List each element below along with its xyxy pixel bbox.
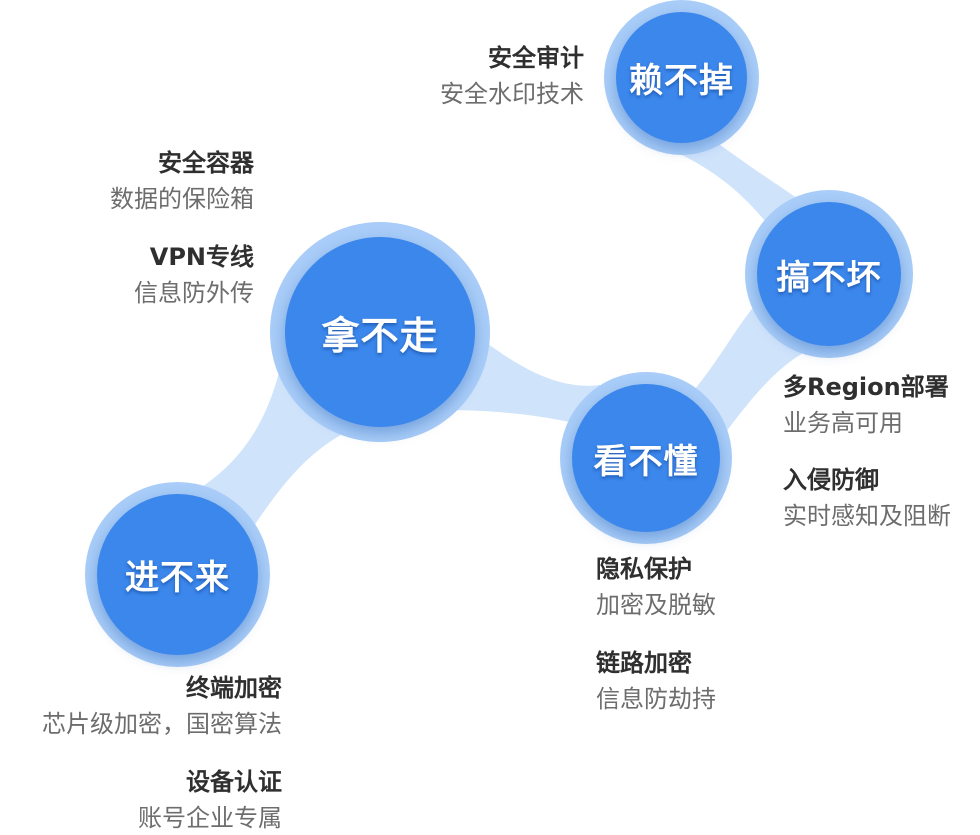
node-gao-bu-huai-core: 搞不坏 [757,202,901,346]
feature-terminal-encryption: 终端加密 芯片级加密，国密算法 [42,676,282,736]
feature-title: 终端加密 [186,674,282,702]
node-gao-bu-huai: 搞不坏 [745,190,913,358]
node-label: 拿不走 [321,313,439,358]
feature-title: 入侵防御 [783,466,879,494]
feature-title: VPN专线 [149,243,254,271]
node-label: 赖不掉 [629,61,734,101]
node-jin-bu-lai-core: 进不来 [97,494,258,655]
node-label: 搞不坏 [776,257,882,298]
feature-title: 多Region部署 [783,373,949,401]
feature-desc: 信息防外传 [134,279,254,307]
node-label: 看不懂 [593,441,699,482]
feature-title: 链路加密 [596,649,692,677]
feature-title: 隐私保护 [596,555,692,583]
node-na-bu-zou: 拿不走 [270,222,490,442]
node-label: 进不来 [125,558,230,598]
feature-desc: 业务高可用 [783,409,903,437]
connector-gao-lai [660,130,800,240]
node-lai-bu-diao: 赖不掉 [604,0,759,155]
feature-security-audit: 安全审计 安全水印技术 [440,46,584,106]
feature-desc: 信息防劫持 [596,685,716,713]
feature-vpn: VPN专线 信息防外传 [134,245,254,305]
feature-desc: 安全水印技术 [440,80,584,108]
feature-multi-region: 多Region部署 业务高可用 [783,375,949,435]
feature-title: 安全容器 [158,149,254,177]
feature-secure-container: 安全容器 数据的保险箱 [110,151,254,211]
node-kan-bu-dong: 看不懂 [560,372,732,544]
node-na-bu-zou-core: 拿不走 [285,237,475,427]
feature-desc: 账号企业专属 [138,804,282,832]
feature-link-encryption: 链路加密 信息防劫持 [596,651,716,711]
node-kan-bu-dong-core: 看不懂 [572,384,720,532]
feature-desc: 加密及脱敏 [596,591,716,619]
feature-desc: 数据的保险箱 [110,185,254,213]
feature-device-auth: 设备认证 账号企业专属 [138,770,282,830]
feature-title: 设备认证 [186,768,282,796]
feature-title: 安全审计 [488,44,584,72]
feature-intrusion-defense: 入侵防御 实时感知及阻断 [783,468,951,528]
node-lai-bu-diao-core: 赖不掉 [616,12,747,143]
feature-privacy-protection: 隐私保护 加密及脱敏 [596,557,716,617]
feature-desc: 芯片级加密，国密算法 [42,710,282,738]
node-jin-bu-lai: 进不来 [85,482,270,667]
feature-desc: 实时感知及阻断 [783,502,951,530]
